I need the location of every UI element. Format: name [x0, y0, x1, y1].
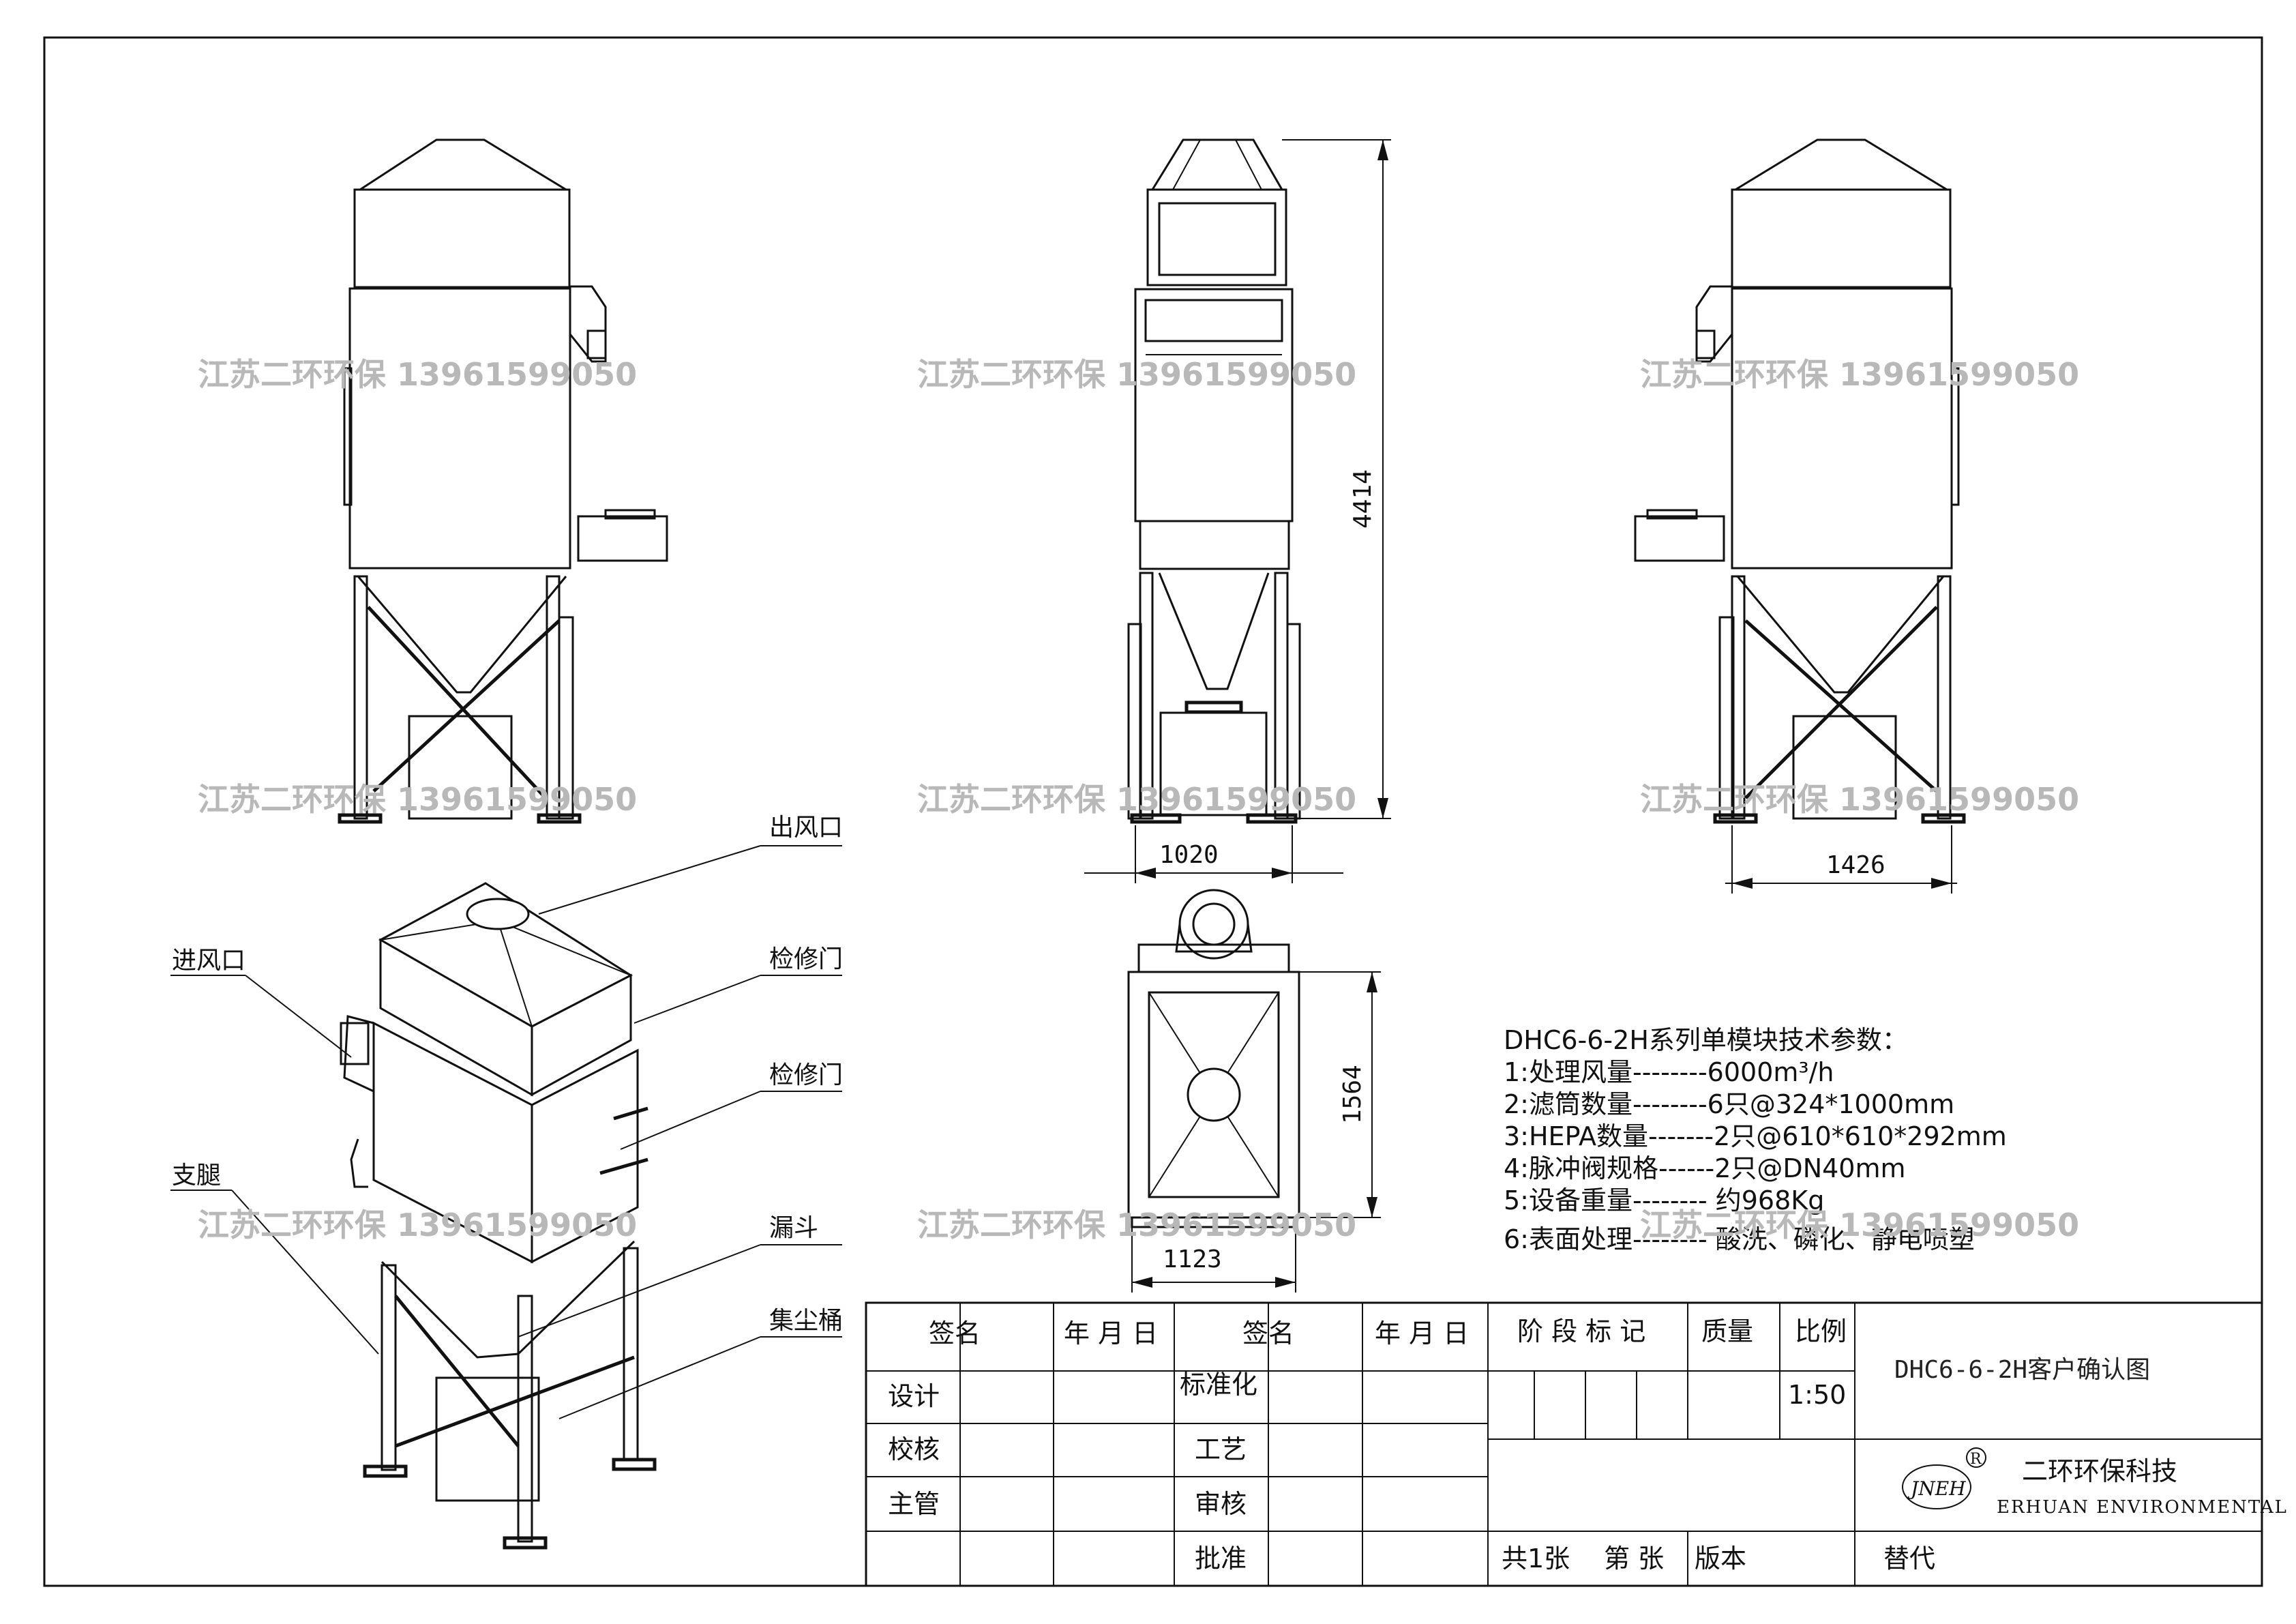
sheet-count: 共1张	[1502, 1544, 1570, 1574]
row-approve: 批准	[1195, 1544, 1247, 1574]
leader-lines	[170, 845, 842, 1419]
hopper-label: 漏斗	[769, 1214, 818, 1242]
row-check: 校核	[888, 1434, 940, 1464]
header-sign-2: 签名	[1242, 1318, 1294, 1348]
header-stage-mark: 阶 段 标 记	[1517, 1316, 1645, 1346]
left-elevation-view	[338, 138, 668, 824]
drawing-title: DHC6-6-2H客户确认图	[1894, 1356, 2150, 1384]
watermarks: 江苏二环环保 13961599050 江苏二环环保 13961599050 江苏…	[198, 356, 2079, 1243]
outlet-label: 出风口	[769, 814, 843, 842]
right-elevation-view	[1634, 138, 1966, 894]
watermark-7: 江苏二环环保 13961599050	[198, 1207, 637, 1243]
watermark-1: 江苏二环环保 13961599050	[198, 356, 637, 393]
version-label: 版本	[1695, 1544, 1746, 1574]
row-design: 设计	[888, 1381, 940, 1411]
isometric-view	[340, 882, 657, 1550]
watermark-9: 江苏二环环保 13961599050	[1640, 1207, 2079, 1243]
spec-line-5: 5:设备重量-------- 约968Kg	[1504, 1185, 1824, 1215]
access-door-label-1: 检修门	[769, 945, 843, 973]
registered-mark: R	[1970, 1451, 1982, 1468]
spec-title: DHC6-6-2H系列单模块技术参数：	[1504, 1025, 1908, 1055]
scale-value: 1:50	[1788, 1380, 1846, 1410]
spec-line-1: 1:处理风量--------6000m³/h	[1504, 1057, 1834, 1087]
watermark-4: 江苏二环环保 13961599050	[198, 781, 637, 818]
row-review: 审核	[1195, 1489, 1247, 1519]
spec-line-6: 6:表面处理-------- 酸洗、磷化、静电喷塑	[1504, 1224, 1975, 1254]
row-process: 工艺	[1195, 1434, 1247, 1464]
row-chief: 主管	[888, 1489, 940, 1519]
title-block	[865, 1301, 2263, 1587]
inlet-label: 进风口	[172, 947, 245, 975]
spec-line-4: 4:脉冲阀规格------2只@DN40mm	[1504, 1153, 1906, 1183]
header-scale: 比例	[1795, 1316, 1847, 1346]
spec-line-2: 2:滤筒数量--------6只@324*1000mm	[1504, 1089, 1954, 1119]
dimension-front-width: 1020	[1159, 841, 1219, 869]
dust-bin-label: 集尘桶	[769, 1307, 843, 1335]
company-name-cn: 二环环保科技	[2022, 1456, 2177, 1486]
watermark-5: 江苏二环环保 13961599050	[917, 781, 1356, 818]
company-name-en: ERHUAN ENVIRONMENTAL	[1997, 1497, 2288, 1518]
dimension-top-height: 1564	[1339, 1065, 1367, 1124]
replace-label: 替代	[1883, 1544, 1935, 1574]
dimension-front-height: 4414	[1349, 469, 1377, 529]
front-elevation-view	[1084, 138, 1391, 883]
header-sign-1: 签名	[929, 1318, 981, 1348]
watermark-6: 江苏二环环保 13961599050	[1640, 781, 2079, 818]
access-door-label-2: 检修门	[769, 1061, 843, 1089]
sheet-number: 第 张	[1604, 1544, 1664, 1574]
spec-block: DHC6-6-2H系列单模块技术参数： 1:处理风量--------6000m³…	[1504, 1025, 2007, 1254]
watermark-8: 江苏二环环保 13961599050	[917, 1207, 1356, 1243]
header-date-1: 年 月 日	[1064, 1318, 1158, 1348]
company-logo: JNEH	[1907, 1477, 1966, 1500]
row-standard: 标准化	[1180, 1370, 1257, 1400]
top-view	[1127, 889, 1381, 1293]
watermark-2: 江苏二环环保 13961599050	[917, 356, 1356, 393]
dimension-side-width: 1426	[1826, 851, 1885, 879]
dimension-top-width: 1123	[1163, 1245, 1222, 1273]
header-date-2: 年 月 日	[1375, 1318, 1469, 1348]
legs-label: 支腿	[172, 1162, 221, 1190]
watermark-3: 江苏二环环保 13961599050	[1640, 356, 2079, 393]
spec-line-3: 3:HEPA数量-------2只@610*610*292mm	[1504, 1121, 2007, 1151]
header-mass: 质量	[1701, 1316, 1753, 1346]
